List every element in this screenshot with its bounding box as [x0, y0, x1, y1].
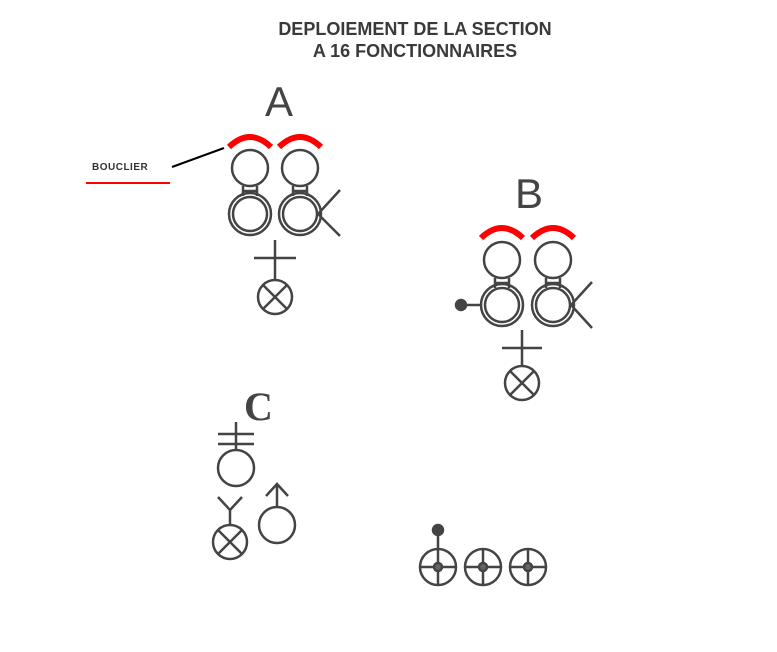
target-group	[418, 523, 548, 587]
group-a-label: A	[265, 78, 294, 125]
shield-icon	[478, 225, 526, 241]
radio-icon	[211, 496, 249, 561]
target-icon	[508, 547, 548, 587]
target-icon	[463, 547, 503, 587]
shield-label: BOUCLIER	[92, 162, 149, 173]
leader-icon	[502, 330, 542, 402]
group-b-label: B	[515, 170, 544, 217]
group-c	[211, 422, 297, 561]
officer-icon	[530, 240, 593, 329]
diagram-title-line1: DEPLOIEMENT DE LA SECTION	[278, 19, 552, 39]
shield-pointer-line	[171, 147, 225, 168]
diagram-title-line2: A 16 FONCTIONNAIRES	[312, 41, 518, 61]
shield-icon	[529, 225, 577, 241]
group-a	[226, 134, 341, 316]
group-c-label: C	[244, 384, 273, 429]
officer-icon	[227, 148, 273, 237]
leader-icon	[254, 240, 296, 316]
shield-icon	[226, 134, 274, 150]
shield-icon	[276, 134, 324, 150]
target-icon	[418, 547, 458, 587]
commander-icon	[216, 422, 256, 488]
arrow-officer-icon	[257, 482, 297, 545]
officer-icon	[277, 148, 341, 237]
group-b	[454, 225, 593, 402]
officer-icon	[454, 240, 525, 328]
